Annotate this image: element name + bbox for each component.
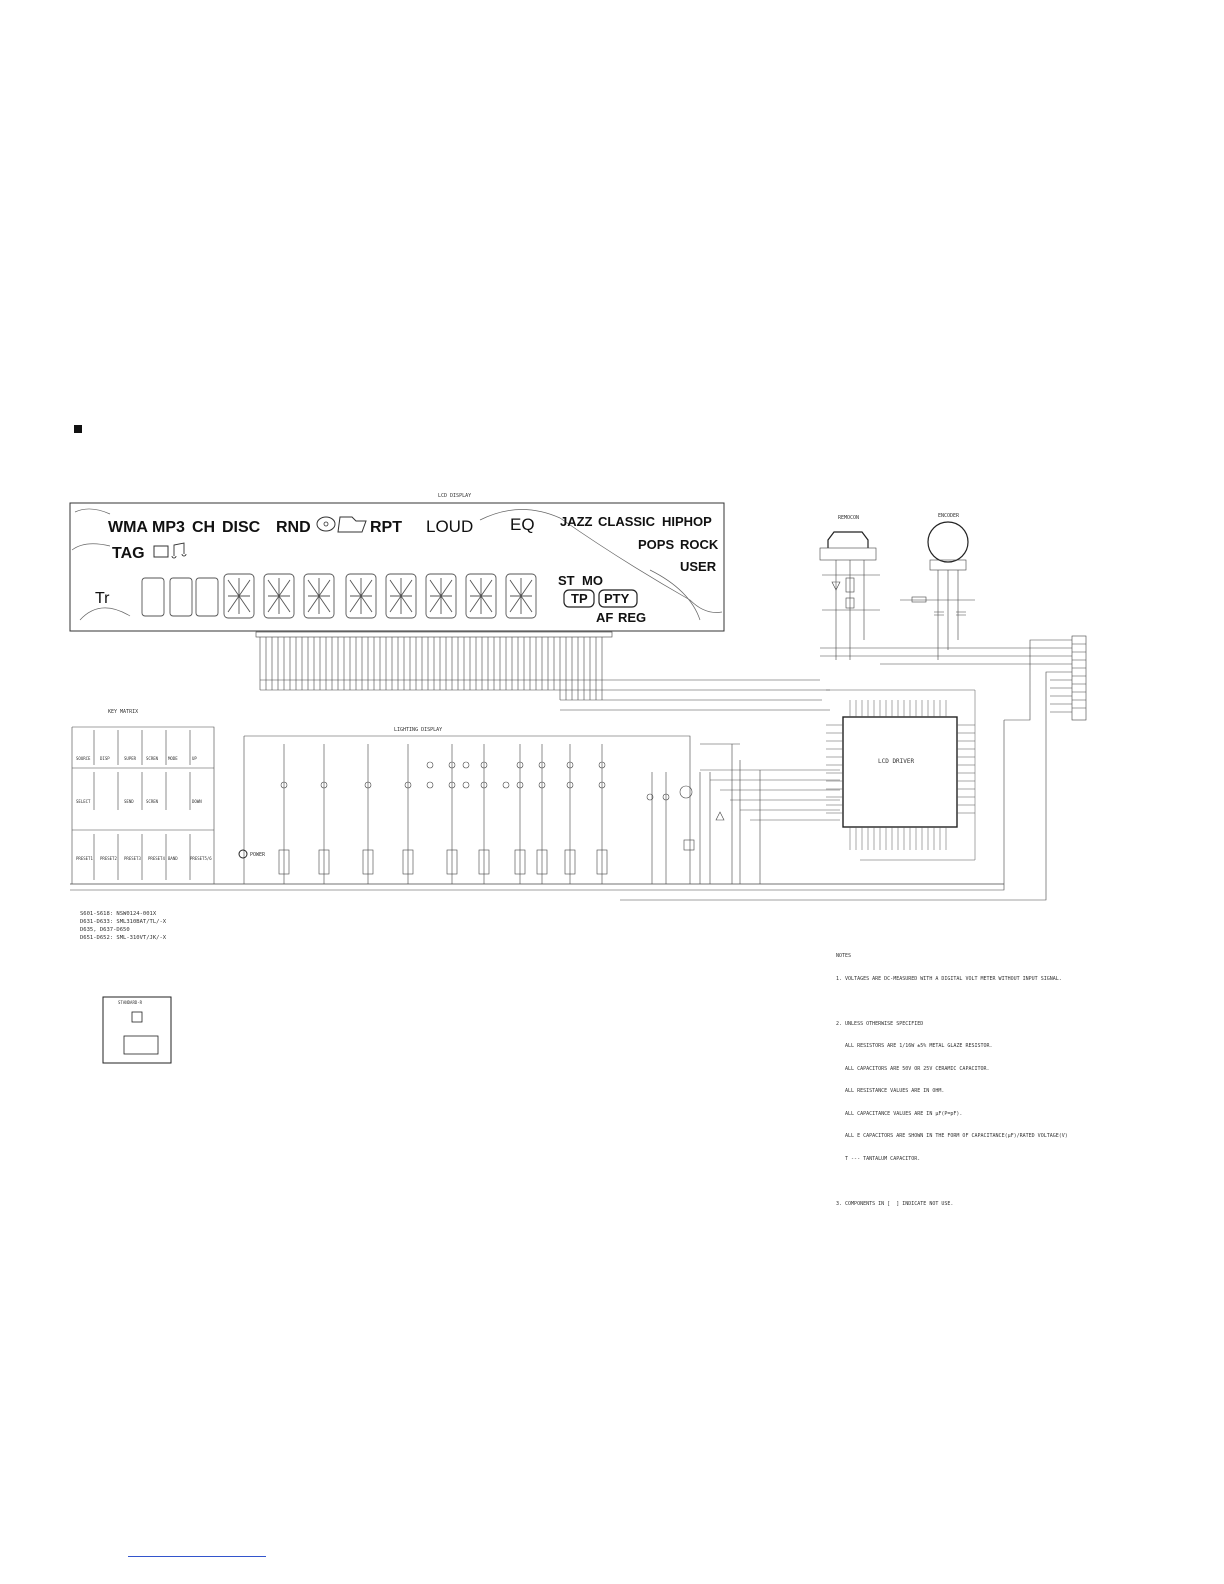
music-note-icon [171, 542, 187, 559]
legend-line: S601-S618: NSW0124-001X [80, 911, 157, 917]
legend-line: D651-D652: SML-310VT/JK/-X [80, 935, 167, 941]
key-down: DOWN [192, 799, 202, 804]
key-select: SELECT [76, 799, 91, 804]
power-label: POWER [250, 852, 266, 858]
key-preset2: PRESET2 [100, 856, 117, 861]
note-line: ALL RESISTANCE VALUES ARE IN OHM. [836, 1088, 945, 1094]
lcd-ch: CH [192, 519, 215, 536]
key-super: SUPER [124, 756, 137, 761]
key-source: SOURCE [76, 756, 91, 761]
footer-link-underline[interactable] [128, 1556, 266, 1557]
note-line [836, 1178, 1068, 1186]
encoder-component [927, 521, 969, 563]
key-scren-1: SCREN [146, 756, 159, 761]
rds-pty: PTY [604, 591, 630, 606]
eq-classic: CLASSIC [598, 514, 656, 529]
note-line: 2. UNLESS OTHERWISE SPECIFIED [836, 1020, 924, 1027]
folder-icon [337, 516, 367, 533]
lcd-rpt: RPT [370, 519, 402, 536]
eq-jazz: JAZZ [560, 514, 593, 529]
section-bullet [74, 425, 82, 433]
key-matrix-grid [71, 726, 215, 884]
notes-block: NOTES 1. VOLTAGES ARE DC-MEASURED WITH A… [836, 938, 1068, 1216]
rds-st: ST [558, 573, 575, 588]
rds-af: AF [596, 610, 613, 625]
symbol-legend-box [102, 996, 172, 1064]
key-mode: MODE [168, 756, 178, 761]
symbol-component-icon [123, 1035, 159, 1055]
legend-line: D635, D637-D650 [80, 927, 130, 933]
legend-line: D631-D633: SML310BAT/TL/-X [80, 919, 167, 925]
eq-user: USER [680, 559, 717, 574]
key-preset56: PRESET5/6 [190, 856, 212, 861]
lighting-display-circuit [243, 735, 761, 884]
key-band: BAND [168, 856, 178, 861]
note-line [836, 998, 1068, 1006]
disc-icon [316, 516, 336, 532]
lcd-loud: LOUD [426, 517, 473, 536]
lcd-driver-pins [700, 689, 976, 861]
encoder-title: ENCODER [938, 513, 960, 519]
symbol-icon [131, 1011, 143, 1023]
note-line: ALL CAPACITANCE VALUES ARE IN µF(P=pF). [836, 1110, 963, 1117]
key-preset1: PRESET1 [76, 856, 93, 861]
lighting-display-title: LIGHTING DISPLAY [394, 727, 442, 733]
lcd-wma: WMA [108, 519, 148, 536]
key-preset4: PRESET4 [148, 856, 165, 861]
eq-hiphop: HIPHOP [662, 514, 712, 529]
remocon-title: REMOCON [838, 515, 859, 521]
rds-reg: REG [618, 610, 646, 625]
eq-pops: POPS [638, 537, 674, 552]
key-up: UP [192, 756, 197, 761]
pty-box [598, 589, 638, 608]
key-preset3: PRESET3 [124, 856, 141, 861]
tag-folder-icon [153, 545, 169, 558]
key-send: SEND [124, 799, 134, 804]
note-line: T --- TANTALUM CAPACITOR. [836, 1155, 921, 1162]
note-line: 3. COMPONENTS IN [ ] INDICATE NOT USE. [836, 1200, 954, 1207]
power-led-icon [238, 849, 248, 859]
output-connector [70, 635, 1087, 901]
key-disp: DISP [100, 756, 110, 761]
note-line: 1. VOLTAGES ARE DC-MEASURED WITH A DIGIT… [836, 975, 1062, 982]
notes-title: NOTES [836, 953, 852, 959]
lcd-driver-ic [842, 716, 958, 828]
lcd-pin-row [255, 631, 830, 711]
lcd-mp3: MP3 [152, 519, 185, 536]
tp-box [563, 589, 595, 608]
lcd-digits [141, 573, 537, 619]
rds-mo: MO [582, 573, 603, 588]
note-line: ALL RESISTORS ARE 1/16W ±5% METAL GLAZE … [836, 1043, 993, 1049]
lcd-rnd: RND [276, 519, 311, 536]
lcd-disc: DISC [222, 519, 261, 536]
part-legend: S601-S618: NSW0124-001X D631-D633: SML31… [80, 910, 166, 942]
lcd-eq: EQ [510, 515, 535, 534]
lcd-panel [69, 502, 725, 632]
lcd-track: Tr [95, 590, 110, 607]
rds-tp: TP [571, 591, 588, 606]
remocon-module [827, 531, 869, 548]
eq-rock: ROCK [680, 537, 719, 552]
key-scren-2: SCREN [146, 799, 159, 804]
note-line: ALL CAPACITORS ARE 50V OR 25V CERAMIC CA… [836, 1065, 990, 1072]
lcd-tag: TAG [112, 545, 145, 562]
lcd-display-title: LCD DISPLAY [438, 493, 471, 499]
symbol-box-label: STANDARD-R [118, 1000, 143, 1005]
lcd-driver-label: LCD DRIVER [878, 758, 915, 765]
note-line: ALL E CAPACITORS ARE SHOWN IN THE FORM O… [836, 1133, 1068, 1139]
key-matrix-title: KEY MATRIX [108, 709, 138, 715]
